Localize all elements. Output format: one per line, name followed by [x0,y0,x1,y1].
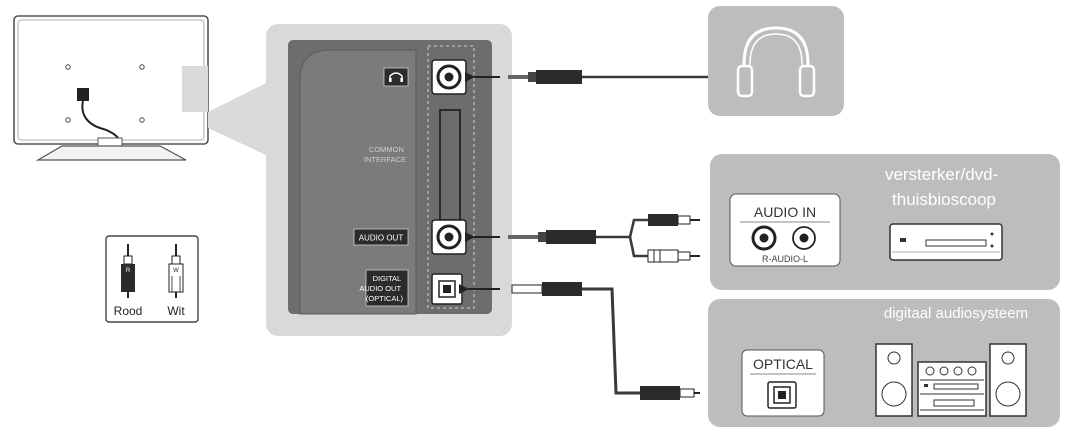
optical-in-label: OPTICAL [753,356,813,372]
common-interface-slot[interactable] [439,109,461,221]
optical-out-port[interactable] [431,273,463,305]
cable-color-legend: R W Rood Wit [105,235,199,323]
digital-audio-device: digitaal audiosysteem OPTICAL [708,299,1060,427]
optical-out-label: DIGITAL AUDIO OUT (OPTICAL) [359,274,403,303]
tv-connector-panel: COMMON INTERFACE AUDIO OUT DIGITAL AUDIO… [266,24,512,336]
digital-audio-title: digitaal audiosysteem [884,305,1028,322]
headphone-jack[interactable] [431,59,467,95]
white-label: Wit [167,304,185,318]
white-plug-icon: W [168,244,184,298]
dvd-player-icon [889,223,1003,261]
headphone-cable [465,70,712,84]
audio-in-label: AUDIO IN [754,204,816,220]
audio-channels-label: R-AUDIO-L [762,254,808,264]
headphone-port-label [383,67,409,87]
headphones-device [708,6,844,116]
tv-rear-illustration [13,15,209,161]
audio-out-jack[interactable] [431,219,467,255]
optical-in-port[interactable] [767,381,797,409]
red-plug-letter: R [126,268,131,274]
stereo-system-icon [875,343,1027,417]
red-plug-icon: R [121,244,135,298]
audio-out-label: AUDIO OUT [359,234,404,243]
audio-in-right-jack[interactable] [751,225,777,251]
amplifier-device: versterker/dvd- thuisbioscoop AUDIO IN R… [710,154,1060,290]
white-plug-letter: W [173,268,179,274]
audio-in-left-jack[interactable] [792,226,816,250]
red-label: Rood [114,304,143,318]
optical-cable [459,282,700,400]
headphones-icon [736,26,816,98]
audio-cable [465,214,700,263]
amplifier-title: versterker/dvd- thuisbioscoop [885,165,1003,209]
zoom-funnel [208,82,268,156]
common-interface-label: COMMON INTERFACE [364,145,406,164]
headphones-icon [389,72,403,82]
